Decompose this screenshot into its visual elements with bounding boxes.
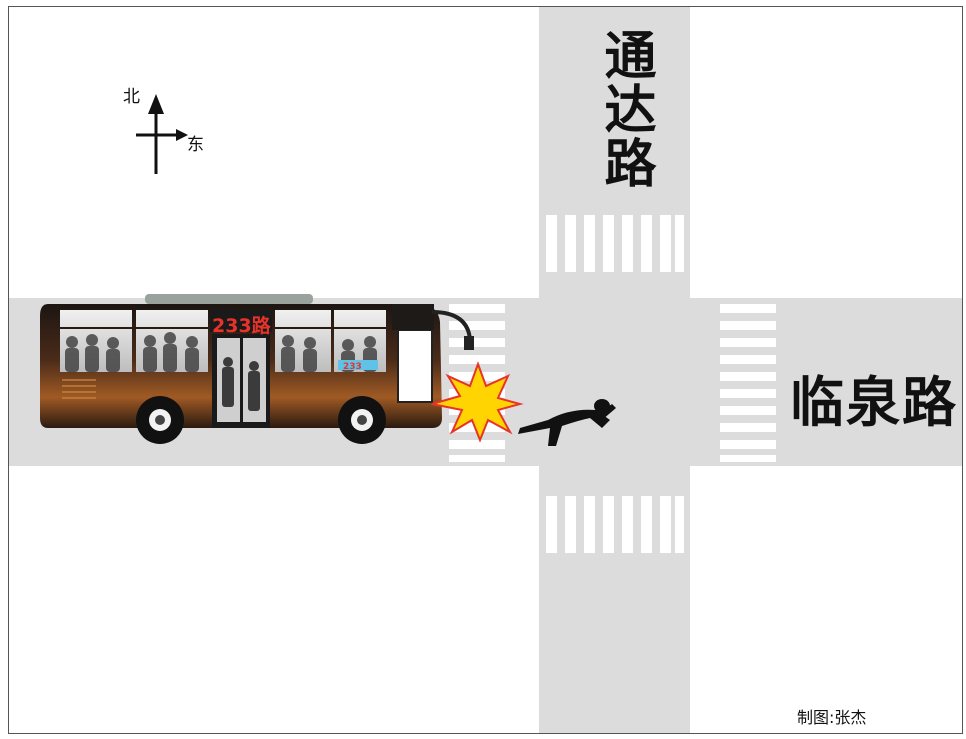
crosswalk-north [546, 215, 684, 272]
road-label-tongda: 通达路 [595, 28, 655, 190]
compass-east-label: 东 [187, 135, 204, 155]
diagram-border [8, 6, 963, 734]
bus-route-display: 233路 [212, 315, 271, 337]
compass-north-label: 北 [123, 87, 140, 107]
illustration-credit: 制图:张杰 [797, 708, 867, 727]
fallen-pedestrian-icon [518, 399, 616, 446]
crosswalk-east [720, 304, 776, 462]
compass-icon [136, 94, 188, 174]
bus-side-number: 233 [343, 362, 362, 372]
crosswalk-south [546, 496, 684, 553]
road-label-linquan: 临泉路 [790, 371, 958, 434]
impact-burst-icon [431, 361, 524, 443]
road-tongda [539, 6, 690, 734]
bus-icon [40, 294, 474, 444]
